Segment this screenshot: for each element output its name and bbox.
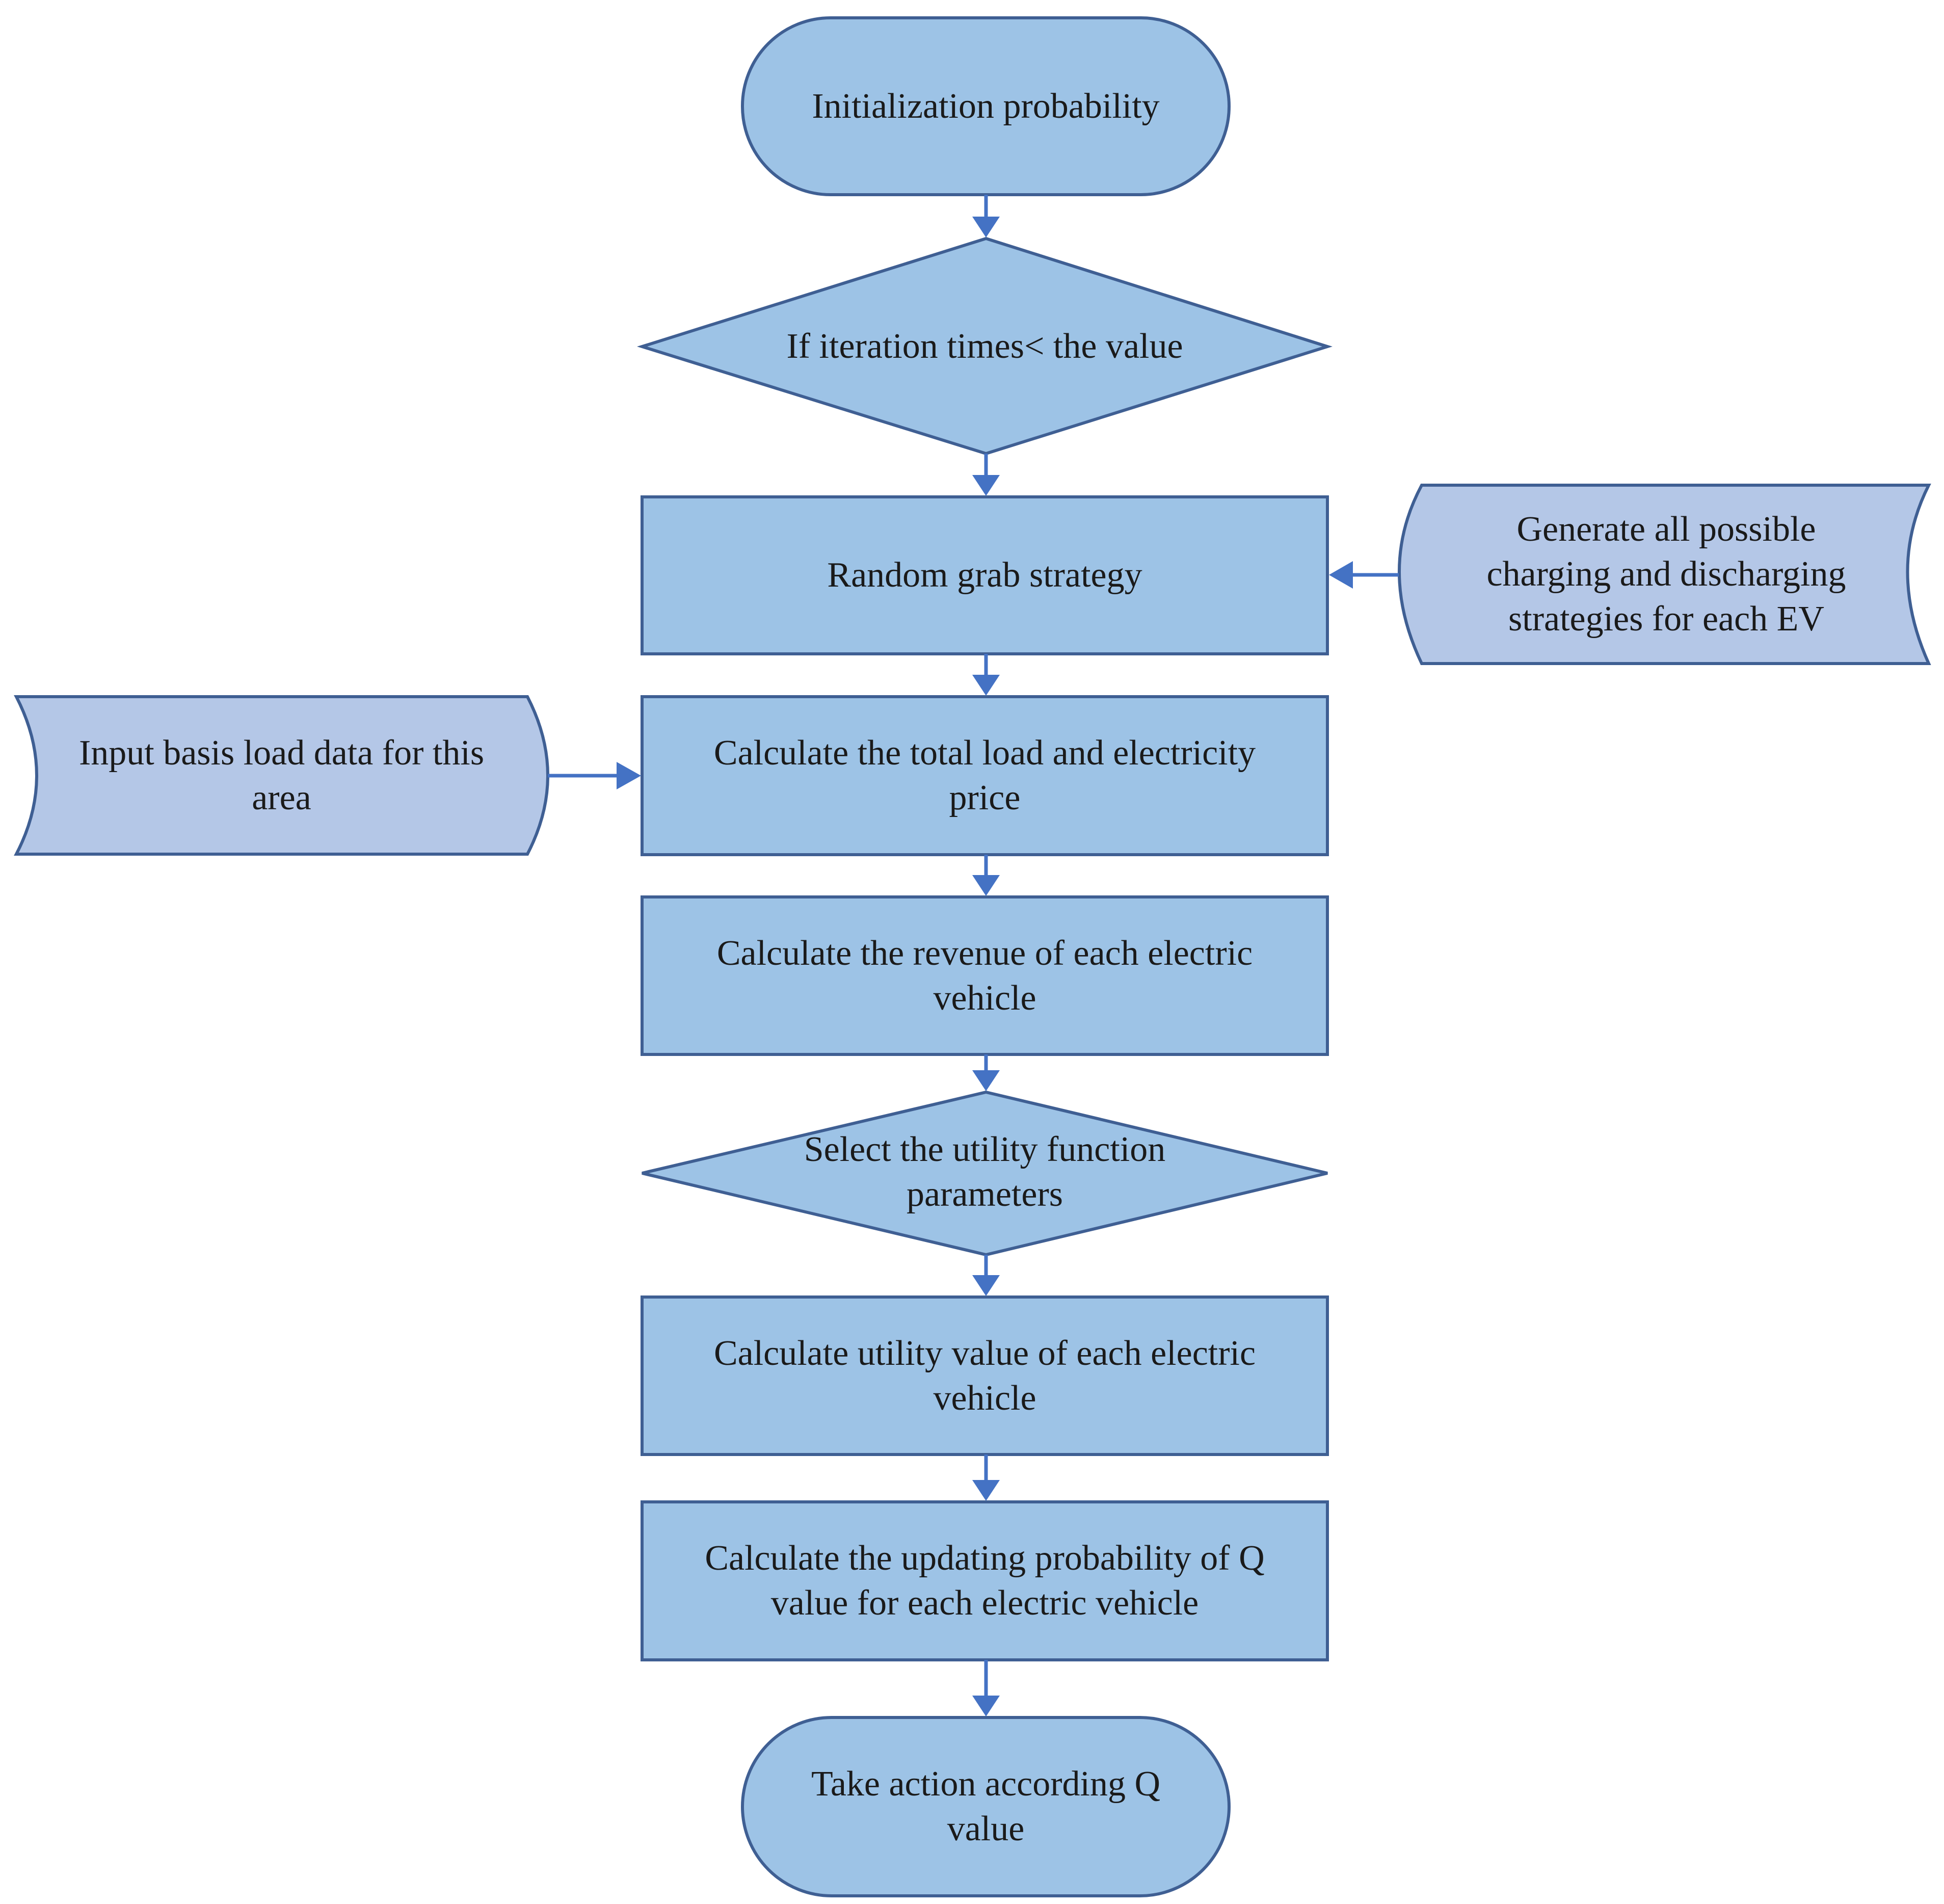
utility-value-shape: [641, 1295, 1329, 1456]
arrow-update-to-end: [972, 1660, 1000, 1716]
arrow-generate-to-random-grab: [1329, 561, 1399, 589]
arrow-total-load-to-revenue: [972, 855, 1000, 896]
arrow-random-grab-to-total-load: [972, 654, 1000, 696]
arrow-input-to-total-load: [548, 762, 641, 789]
generate-strategies-data-shape: [1398, 484, 1931, 665]
start-terminator-shape: [741, 16, 1231, 196]
decision-iteration-shape: [636, 236, 1333, 456]
arrow-start-to-decision: [972, 195, 1000, 237]
arrow-revenue-to-decision: [972, 1054, 1000, 1091]
update-prob-shape: [641, 1500, 1329, 1661]
arrow-decision-to-utility-value: [972, 1255, 1000, 1296]
revenue-shape: [641, 895, 1329, 1056]
total-load-shape: [641, 695, 1329, 856]
decision-utility-shape: [642, 1090, 1328, 1257]
random-grab-shape: [641, 495, 1329, 655]
arrow-decision-to-random-grab: [972, 454, 1000, 496]
input-load-data-shape: [14, 695, 549, 856]
arrow-utility-value-to-update: [972, 1455, 1000, 1501]
end-terminator-shape: [741, 1716, 1231, 1897]
